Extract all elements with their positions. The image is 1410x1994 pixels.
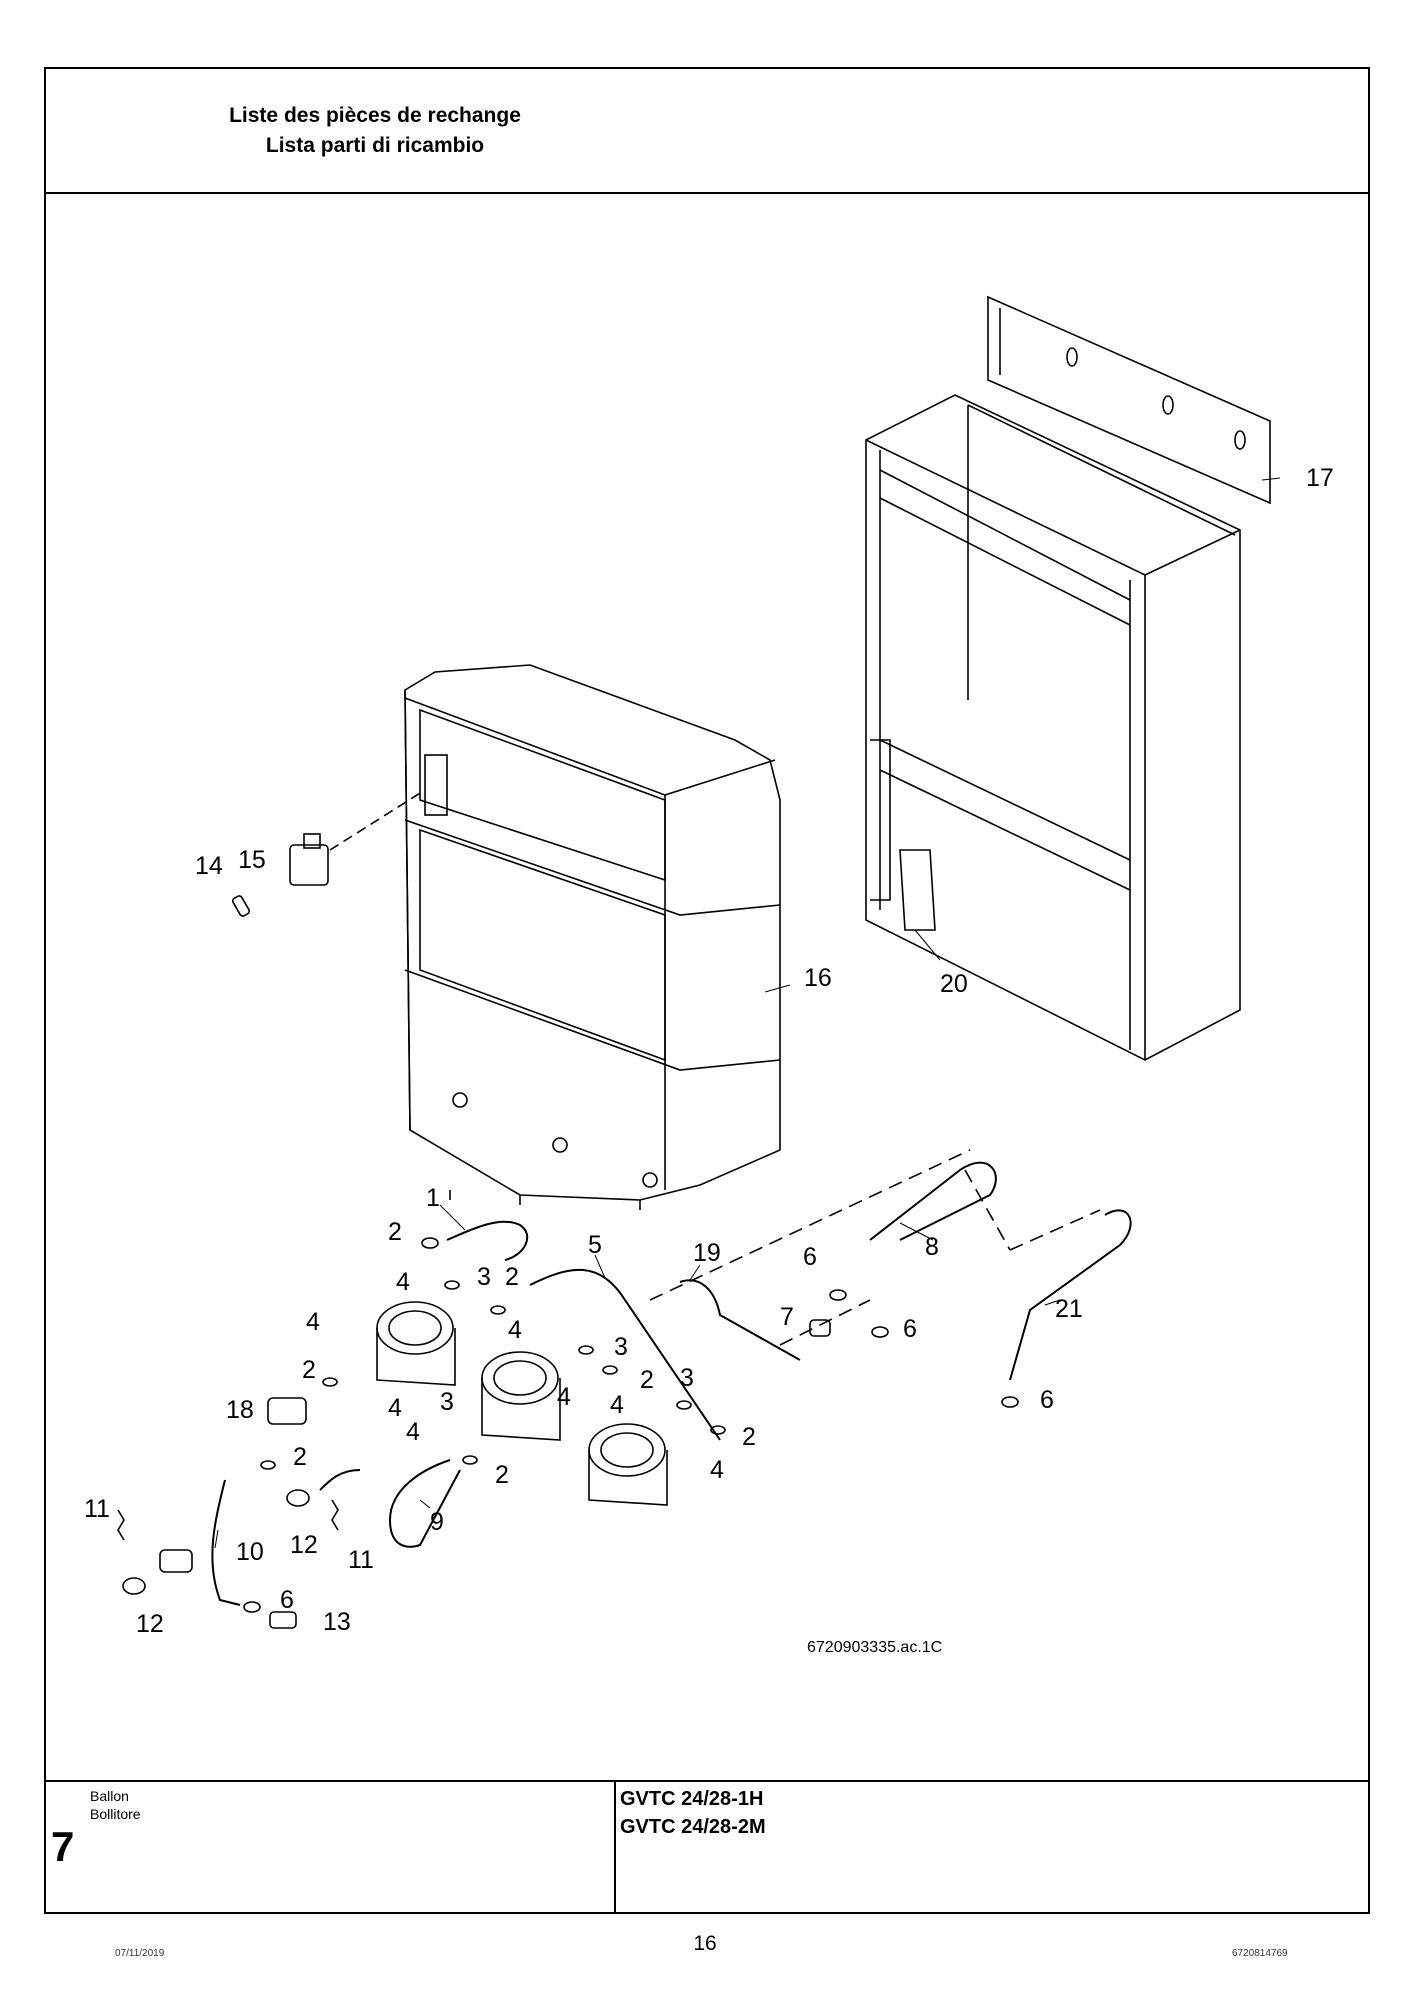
callout-label: 13 [323,1608,351,1636]
callout-label: 12 [136,1610,164,1638]
page-title-it: Lista parti di ricambio [265,134,485,157]
callout-label: 4 [406,1418,420,1446]
callout-label: 4 [306,1308,320,1336]
callout-label: 6 [803,1243,817,1271]
callout-label: 2 [640,1366,654,1394]
model-name-2: GVTC 24/28-2M [620,1816,766,1838]
callout-label: 2 [388,1218,402,1246]
callout-label: 10 [236,1538,264,1566]
callout-label: 4 [710,1456,724,1484]
callout-label: 3 [680,1364,694,1392]
callout-label: 2 [302,1356,316,1384]
callout-label: 2 [742,1423,756,1451]
page-frame [44,67,1370,1914]
callout-label: 3 [440,1388,454,1416]
seals [117,1237,1019,1629]
page-number: 16 [693,1932,717,1955]
document-number: 6720814769 [1232,1948,1288,1959]
pin-part [231,895,251,917]
print-date: 07/11/2019 [115,1948,165,1959]
section-name-it: Bollitore [90,1806,141,1822]
callout-label: 15 [238,846,266,874]
callout-label: 21 [1055,1295,1083,1323]
callout-label: 9 [430,1508,444,1536]
frame-part [865,394,1241,1061]
footer-divider-horizontal [44,1780,1370,1782]
callout-label: 8 [925,1233,939,1261]
pipes [211,1161,1132,1606]
callout-label: 6 [903,1315,917,1343]
callout-label: 14 [195,852,223,880]
assembly-lines [649,1149,1101,1346]
drawing-reference-code: 6720903335.ac.1C [807,1639,943,1656]
callout-label: 4 [388,1394,402,1422]
callout-label: 2 [495,1461,509,1489]
model-name-1: GVTC 24/28-1H [620,1788,764,1810]
page-title-fr: Liste des pièces de rechange [229,104,521,127]
callout-label: 2 [293,1443,307,1471]
callout-label: 1 [426,1184,440,1212]
callout-label: 3 [477,1263,491,1291]
footer-divider-vertical [614,1780,616,1914]
callout-label: 6 [1040,1386,1054,1414]
leader-lines [214,477,1281,1549]
thermostat-part [289,789,426,886]
callout-label: 12 [290,1531,318,1559]
callout-label: 6 [280,1586,294,1614]
valve-group [376,1301,668,1506]
callout-label: 4 [508,1316,522,1344]
callout-label: 18 [226,1396,254,1424]
callout-label: 5 [588,1231,602,1259]
callout-label: 11 [348,1546,374,1574]
callout-label: 4 [610,1391,624,1419]
callout-label: 3 [614,1333,628,1361]
header-divider [44,192,1370,194]
section-number: 7 [51,1823,75,1870]
section-name-fr: Ballon [90,1788,129,1804]
tank-part [404,664,781,1210]
callout-label: 4 [396,1268,410,1296]
callout-label: 11 [84,1495,110,1523]
callout-label: 19 [693,1239,721,1267]
callout-label: 7 [780,1303,794,1331]
callouts: 1 2 2 2 2 2 2 2 3 3 3 3 4 4 4 4 4 4 4 4 … [84,464,1334,1638]
mounting-plate-part [987,295,1271,505]
callout-label: 20 [940,970,968,998]
callout-label: 2 [505,1263,519,1291]
callout-label: 4 [557,1383,571,1411]
callout-label: 16 [804,964,832,992]
callout-label: 17 [1306,464,1334,492]
